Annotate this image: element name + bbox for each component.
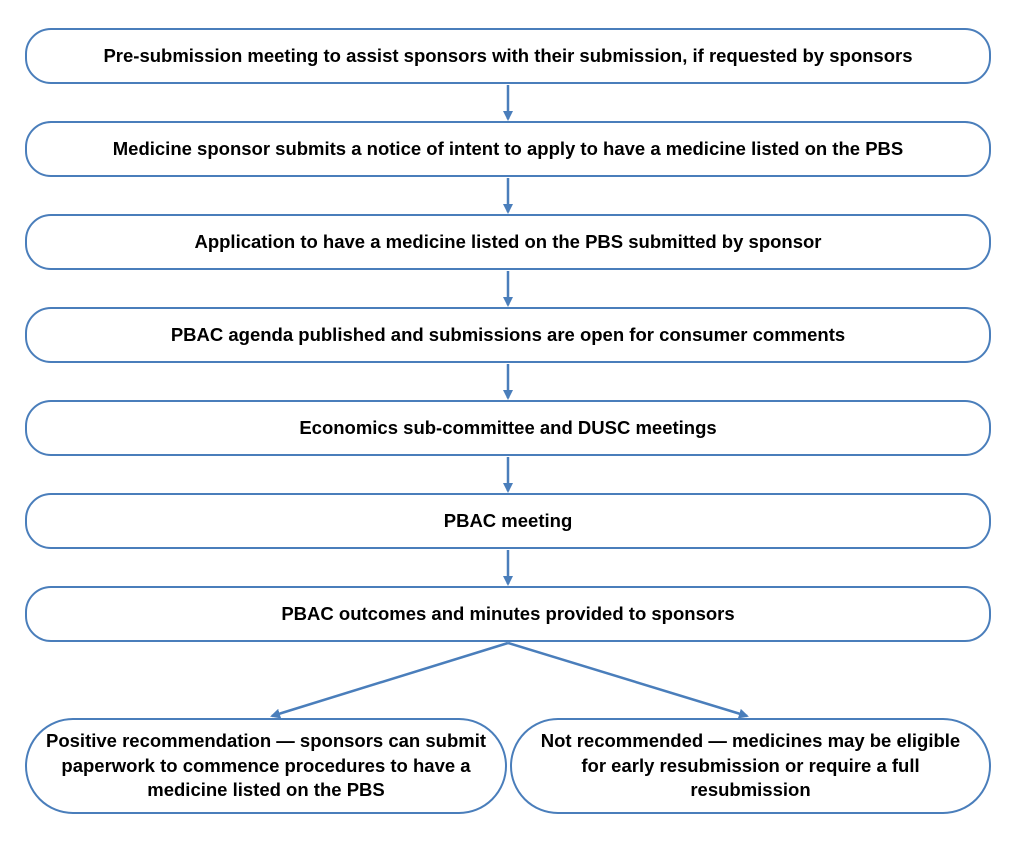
arrow-to-negative [507,641,749,719]
arrow-to-positive [270,641,509,719]
step-label: PBAC outcomes and minutes provided to sp… [281,603,735,625]
step-pbac-meeting: PBAC meeting [25,493,991,549]
step-label: Pre-submission meeting to assist sponsor… [103,45,913,67]
step-notice-of-intent: Medicine sponsor submits a notice of int… [25,121,991,177]
step-label: Medicine sponsor submits a notice of int… [112,138,904,160]
outcome-positive-recommendation: Positive recommendation — sponsors can s… [25,718,507,814]
outcome-label: Not recommended — medicines may be eligi… [540,730,961,801]
step-label: PBAC agenda published and submissions ar… [170,324,846,346]
step-label: Application to have a medicine listed on… [194,231,822,253]
step-agenda-published: PBAC agenda published and submissions ar… [25,307,991,363]
step-label: Economics sub-committee and DUSC meeting… [299,417,717,439]
step-outcomes-provided: PBAC outcomes and minutes provided to sp… [25,586,991,642]
outcome-not-recommended: Not recommended — medicines may be eligi… [510,718,991,814]
step-label: PBAC meeting [443,510,573,532]
outcome-label: Positive recommendation — sponsors can s… [46,730,486,801]
step-application-submitted: Application to have a medicine listed on… [25,214,991,270]
step-subcommittee-meetings: Economics sub-committee and DUSC meeting… [25,400,991,456]
step-pre-submission-meeting: Pre-submission meeting to assist sponsor… [25,28,991,84]
